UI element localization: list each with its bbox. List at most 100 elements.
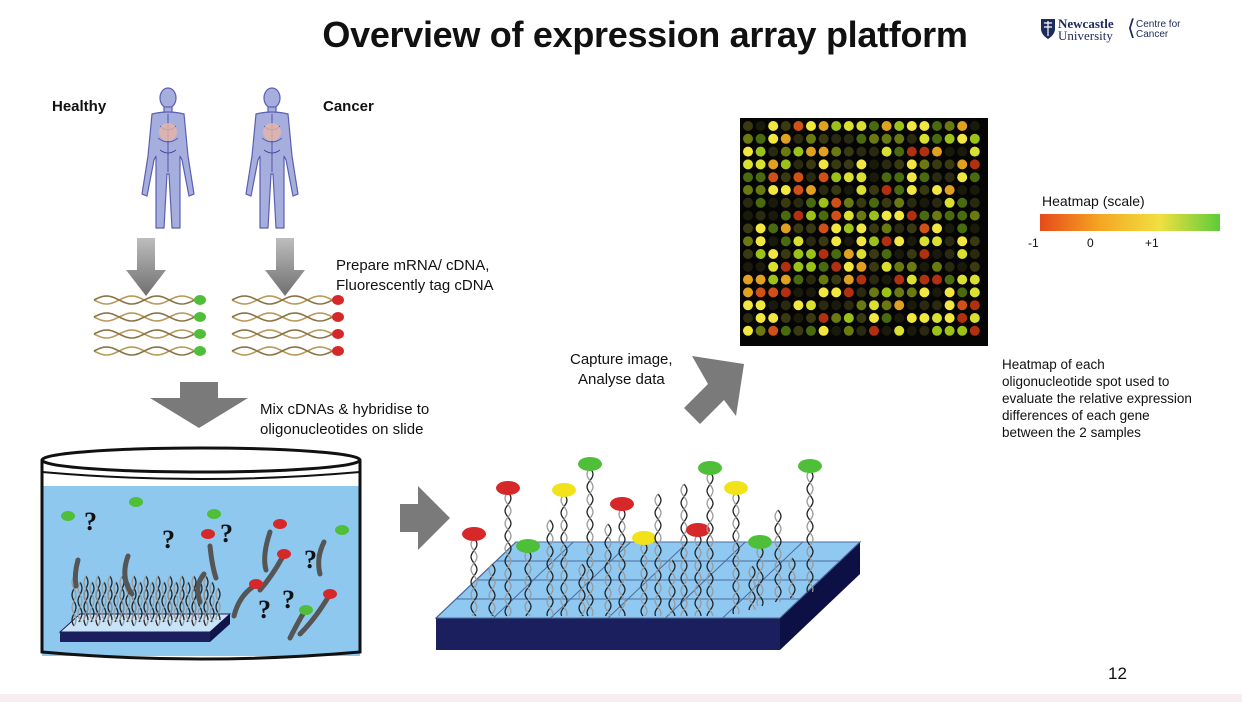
heatmap-spot: [831, 313, 842, 323]
heatmap-spot: [743, 313, 753, 323]
hybridised-spot: [798, 459, 822, 473]
heatmap-spot: [894, 300, 905, 311]
heatmap-spot: [818, 274, 829, 285]
heatmap-spot: [919, 133, 930, 144]
heatmap-spot: [881, 287, 892, 298]
heatmap-spot: [881, 261, 892, 272]
fluorescent-tag: [207, 509, 221, 519]
heatmap-spot: [957, 274, 968, 285]
heatmap-spot: [906, 133, 917, 144]
question-mark-icon: ?: [282, 585, 295, 614]
heatmap-spot: [755, 313, 766, 323]
heatmap-spot: [869, 159, 879, 170]
heatmap-spot: [818, 133, 829, 144]
heatmap-spot: [932, 300, 942, 311]
fluorescent-tag: [273, 519, 287, 529]
hybridised-spot: [462, 527, 486, 541]
heatmap-spot: [906, 172, 917, 183]
fluorescent-tag: [194, 295, 206, 305]
heatmap-spot: [856, 236, 867, 247]
heatmap-spot: [780, 236, 791, 247]
heatmap-spot: [969, 159, 980, 170]
heatmap-spot: [906, 274, 917, 285]
heatmap-spot: [932, 236, 942, 247]
heatmap-spot: [969, 249, 980, 259]
heatmap-spot: [755, 223, 766, 234]
heatmap-spot: [919, 261, 930, 272]
oligo-probe: [604, 523, 612, 617]
heatmap-spot: [743, 287, 753, 298]
heatmap-spot: [957, 236, 968, 247]
heatmap-spot: [818, 236, 829, 247]
heatmap-spot: [869, 133, 879, 144]
heatmap-spot: [932, 159, 942, 170]
heatmap-spot: [780, 223, 791, 234]
heatmap-spot: [743, 121, 753, 131]
capture-line-2: Analyse data: [578, 371, 665, 388]
healthy-human-figure: [141, 87, 195, 229]
fluorescent-tag: [332, 346, 344, 356]
heatmap-spot: [957, 133, 968, 144]
heatmap-spot: [957, 223, 968, 234]
cdna-strand: [231, 346, 333, 356]
heatmap-spot: [906, 287, 917, 298]
capture-line-1: Capture image,: [570, 351, 673, 368]
heatmap-spot: [806, 185, 816, 195]
heatmap-spot: [780, 261, 791, 272]
heatmap-color-scale: [1040, 214, 1220, 231]
heatmap-spot: [843, 185, 854, 195]
oligo-probe: [215, 587, 221, 621]
heatmap-spot: [919, 121, 930, 131]
heatmap-spot: [806, 274, 816, 285]
oligo-probe: [119, 587, 125, 621]
heatmap-spot: [755, 133, 766, 144]
heatmap-spot: [743, 146, 753, 157]
heatmap-spot: [831, 133, 842, 144]
oligo-probe: [113, 581, 119, 623]
cdna-strand: [231, 329, 333, 339]
heatmap-spot: [780, 172, 791, 183]
down-arrow-icon: [126, 238, 166, 296]
heatmap-spot: [793, 300, 804, 311]
heatmap-spot: [969, 223, 980, 234]
heatmap-spot: [831, 146, 842, 157]
heatmap-spot: [894, 249, 905, 259]
heatmap-spot: [831, 300, 842, 311]
heatmap-spot: [843, 210, 854, 221]
oligo-probe: [756, 545, 764, 607]
heatmap-spot: [856, 159, 867, 170]
heatmap-spot: [780, 287, 791, 298]
heatmap-spot: [818, 121, 829, 131]
cdna-strand: [231, 312, 333, 322]
heatmap-spot: [806, 300, 816, 311]
heatmap-spot: [881, 274, 892, 285]
fluorescent-tag: [332, 312, 344, 322]
hybridised-spot: [698, 461, 722, 475]
heatmap-spot: [932, 274, 942, 285]
question-mark-icon: ?: [258, 595, 271, 624]
heatmap-spot: [743, 249, 753, 259]
heatmap-spot: [969, 133, 980, 144]
heatmap-spot: [806, 210, 816, 221]
heatmap-spot: [843, 313, 854, 323]
oligo-probe: [546, 519, 554, 617]
heatmap-spot: [806, 197, 816, 208]
fluorescent-tag: [129, 497, 143, 507]
heatmap-spot: [919, 223, 930, 234]
heatmap-spot: [894, 287, 905, 298]
heatmap-spot: [932, 121, 942, 131]
heatmap-spot: [780, 313, 791, 323]
hybridised-spot: [686, 523, 710, 537]
heatmap-spot: [780, 133, 791, 144]
oligo-probe: [680, 483, 688, 617]
heatmap-spot: [843, 121, 854, 131]
heatmap-spot: [793, 236, 804, 247]
heatmap-spot: [869, 274, 879, 285]
prepare-line-2: Fluorescently tag cDNA: [336, 277, 494, 294]
heatmap-spot: [780, 210, 791, 221]
heatmap-spot: [919, 172, 930, 183]
oligo-probe: [586, 467, 594, 617]
oligo-probe: [560, 493, 568, 617]
labelled-cdna: [316, 539, 327, 577]
heatmap-spot: [969, 121, 980, 131]
